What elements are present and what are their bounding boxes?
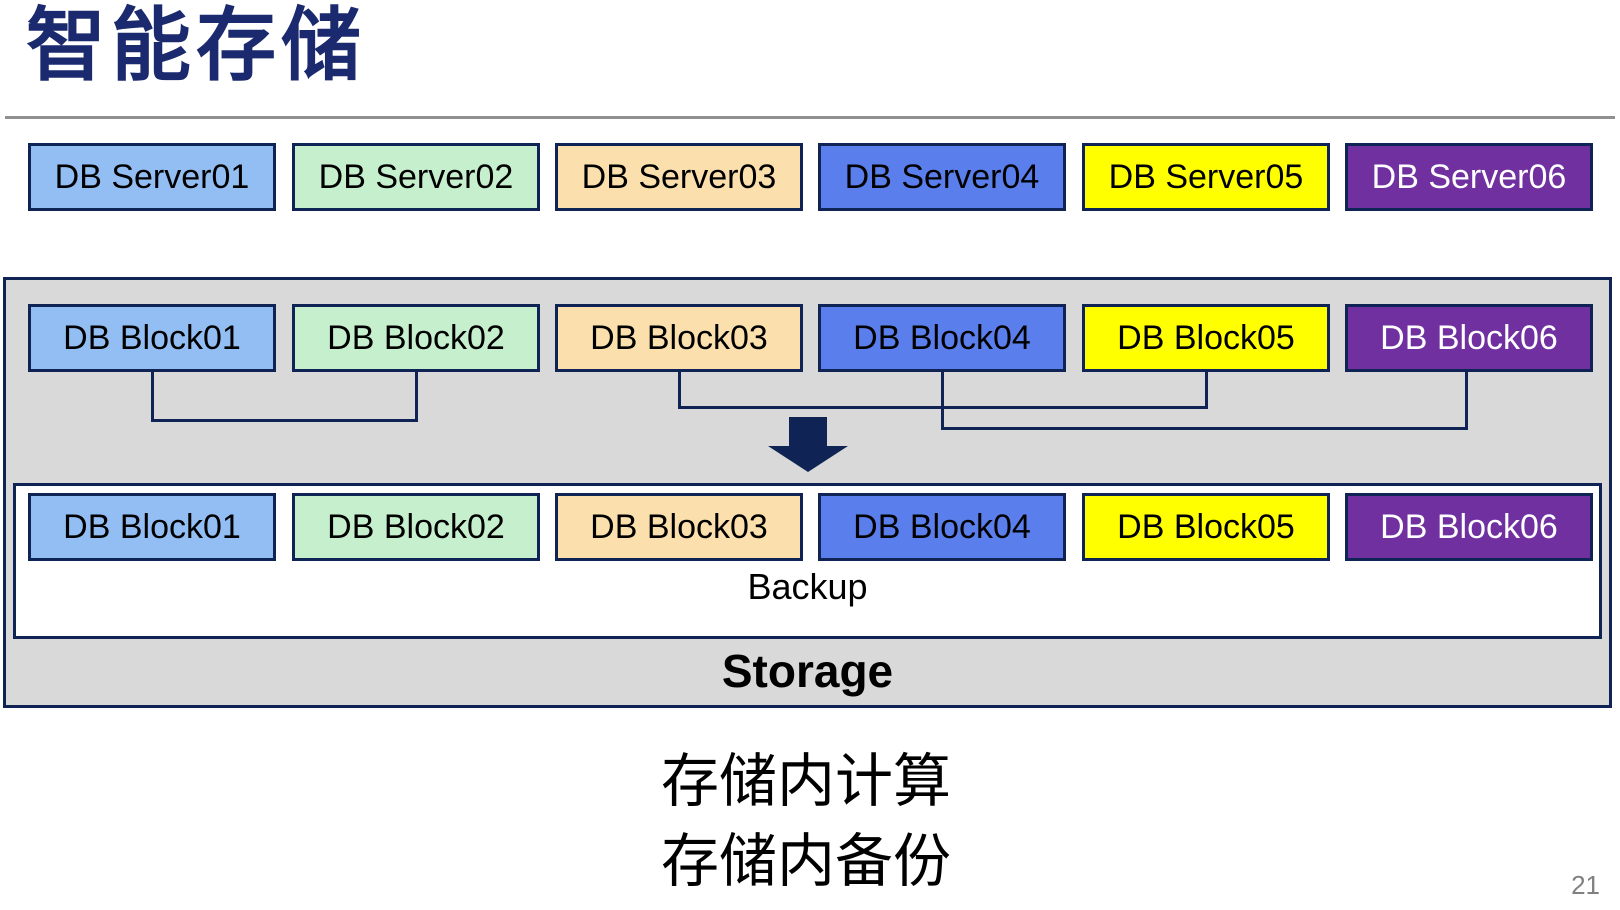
db-server05-label: DB Server05	[1108, 157, 1304, 196]
db-block01-bottom-box: DB Block01	[28, 493, 276, 561]
page-number: 21	[1571, 870, 1600, 900]
db-block04-bottom-label: DB Block04	[853, 507, 1031, 546]
db-block01-top-box: DB Block01	[28, 304, 276, 372]
db-block04-bottom-box: DB Block04	[818, 493, 1066, 561]
db-block03-top-label: DB Block03	[590, 318, 768, 357]
db-server04-box: DB Server04	[818, 143, 1066, 211]
db-server06-box: DB Server06	[1345, 143, 1593, 211]
caption-line1: 存储内计算	[660, 749, 951, 814]
connector-segment	[941, 372, 944, 430]
db-block03-bottom-box: DB Block03	[555, 493, 803, 561]
slide-title: 智能存储	[26, 1, 366, 90]
db-block04-top-box: DB Block04	[818, 304, 1066, 372]
db-server03-box: DB Server03	[555, 143, 803, 211]
db-block02-top-label: DB Block02	[327, 318, 505, 357]
db-block01-top-label: DB Block01	[63, 318, 241, 357]
connector-segment	[1205, 372, 1208, 409]
connector-segment	[151, 419, 418, 422]
db-server06-label: DB Server06	[1371, 157, 1567, 196]
caption-line2: 存储内备份	[660, 829, 951, 894]
db-block03-bottom-label: DB Block03	[590, 507, 768, 546]
db-server02-label: DB Server02	[318, 157, 514, 196]
db-server03-label: DB Server03	[581, 157, 777, 196]
db-block05-top-label: DB Block05	[1117, 318, 1295, 357]
db-server01-box: DB Server01	[28, 143, 276, 211]
db-block06-top-label: DB Block06	[1380, 318, 1558, 357]
db-block05-top-box: DB Block05	[1082, 304, 1330, 372]
db-server02-box: DB Server02	[292, 143, 540, 211]
down-arrow-head	[768, 446, 848, 472]
down-arrow-stem	[789, 417, 827, 447]
db-block02-bottom-box: DB Block02	[292, 493, 540, 561]
connector-segment	[151, 372, 154, 422]
db-block04-top-label: DB Block04	[853, 318, 1031, 357]
db-block03-top-box: DB Block03	[555, 304, 803, 372]
storage-label: Storage	[721, 645, 894, 697]
title-underline	[5, 116, 1615, 119]
db-block05-bottom-label: DB Block05	[1117, 507, 1295, 546]
connector-segment	[941, 427, 1468, 430]
db-server01-label: DB Server01	[54, 157, 250, 196]
connector-segment	[415, 372, 418, 422]
connector-segment	[678, 372, 681, 409]
db-block02-top-box: DB Block02	[292, 304, 540, 372]
db-block02-bottom-label: DB Block02	[327, 507, 505, 546]
db-block06-bottom-label: DB Block06	[1380, 507, 1558, 546]
db-block06-bottom-box: DB Block06	[1345, 493, 1593, 561]
db-server05-box: DB Server05	[1082, 143, 1330, 211]
caption: 存储内计算 存储内备份	[0, 742, 1612, 902]
backup-label: Backup	[747, 566, 868, 607]
db-server04-label: DB Server04	[844, 157, 1040, 196]
db-block06-top-box: DB Block06	[1345, 304, 1593, 372]
db-block01-bottom-label: DB Block01	[63, 507, 241, 546]
connector-segment	[1465, 372, 1468, 430]
backup-container	[13, 483, 1602, 639]
db-block05-bottom-box: DB Block05	[1082, 493, 1330, 561]
